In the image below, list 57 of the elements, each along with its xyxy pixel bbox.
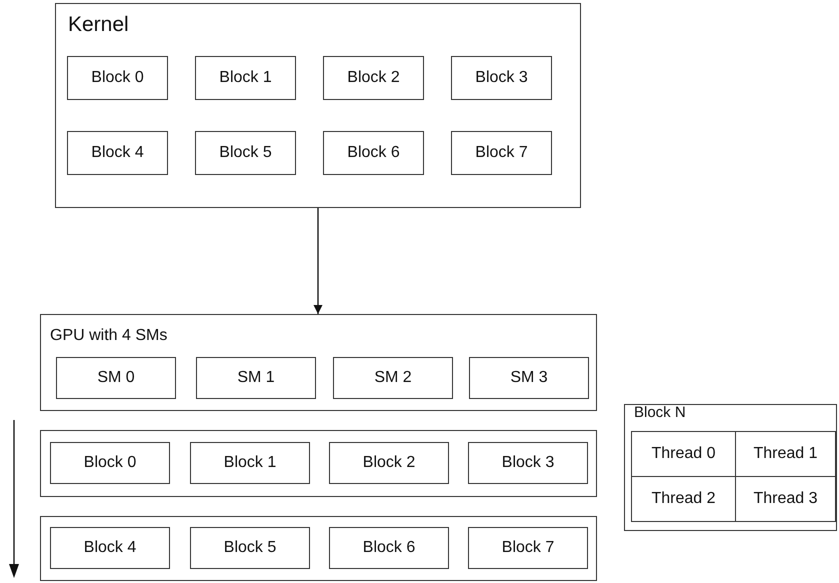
block-label: Block 3	[502, 454, 554, 472]
block-label: SM 0	[97, 369, 135, 387]
container-title: Kernel	[68, 14, 129, 35]
block-label: SM 1	[237, 369, 275, 387]
block-label: SM 2	[374, 369, 412, 387]
block-label: Block 3	[475, 69, 528, 87]
block-label: Block 6	[347, 144, 400, 162]
block-label: Block 6	[362, 539, 416, 557]
row-panel	[40, 516, 597, 581]
block-label: Block 5	[219, 144, 272, 162]
block-label: Block 0	[91, 69, 144, 87]
block-box	[323, 131, 424, 175]
block-box	[196, 357, 316, 399]
block-box	[50, 527, 170, 569]
block-label: Block 0	[84, 454, 136, 472]
block-box	[195, 56, 296, 100]
container-title: Block N	[634, 405, 686, 420]
block-box	[50, 442, 170, 484]
block-label: SM 3	[510, 369, 548, 387]
block-label: Thread 0	[651, 445, 716, 463]
block-label: Block 1	[224, 454, 276, 472]
block-box	[195, 131, 296, 175]
table-cell	[631, 431, 736, 477]
block-box	[190, 442, 310, 484]
block-box	[333, 357, 453, 399]
block-box	[329, 442, 449, 484]
container-box	[40, 314, 597, 411]
block-label: Block 2	[347, 69, 400, 87]
block-label: Thread 3	[753, 490, 818, 508]
block-label: Block 2	[362, 454, 416, 472]
block-box	[56, 357, 176, 399]
row-panel	[40, 430, 597, 497]
container-title: GPU with 4 SMs	[50, 328, 168, 344]
block-label: Block 4	[84, 539, 136, 557]
block-box	[468, 527, 588, 569]
block-box	[468, 442, 588, 484]
arrow	[314, 208, 322, 314]
block-box	[451, 56, 552, 100]
block-box	[323, 56, 424, 100]
block-label: Block 4	[91, 144, 144, 162]
block-box	[67, 56, 168, 100]
block-label: Thread 2	[651, 490, 716, 508]
block-label: Block 7	[475, 144, 528, 162]
table-cell	[735, 431, 836, 477]
block-box	[329, 527, 449, 569]
table-cell	[735, 476, 836, 522]
block-box	[451, 131, 552, 175]
block-label: Block 5	[224, 539, 276, 557]
block-box	[190, 527, 310, 569]
table-cell	[631, 476, 736, 522]
block-box	[469, 357, 589, 399]
block-box	[67, 131, 168, 175]
block-label: Block 1	[219, 69, 272, 87]
block-label: Thread 1	[753, 445, 818, 463]
block-label: Block 7	[502, 539, 554, 557]
container-box	[624, 404, 837, 531]
container-box	[55, 3, 581, 208]
